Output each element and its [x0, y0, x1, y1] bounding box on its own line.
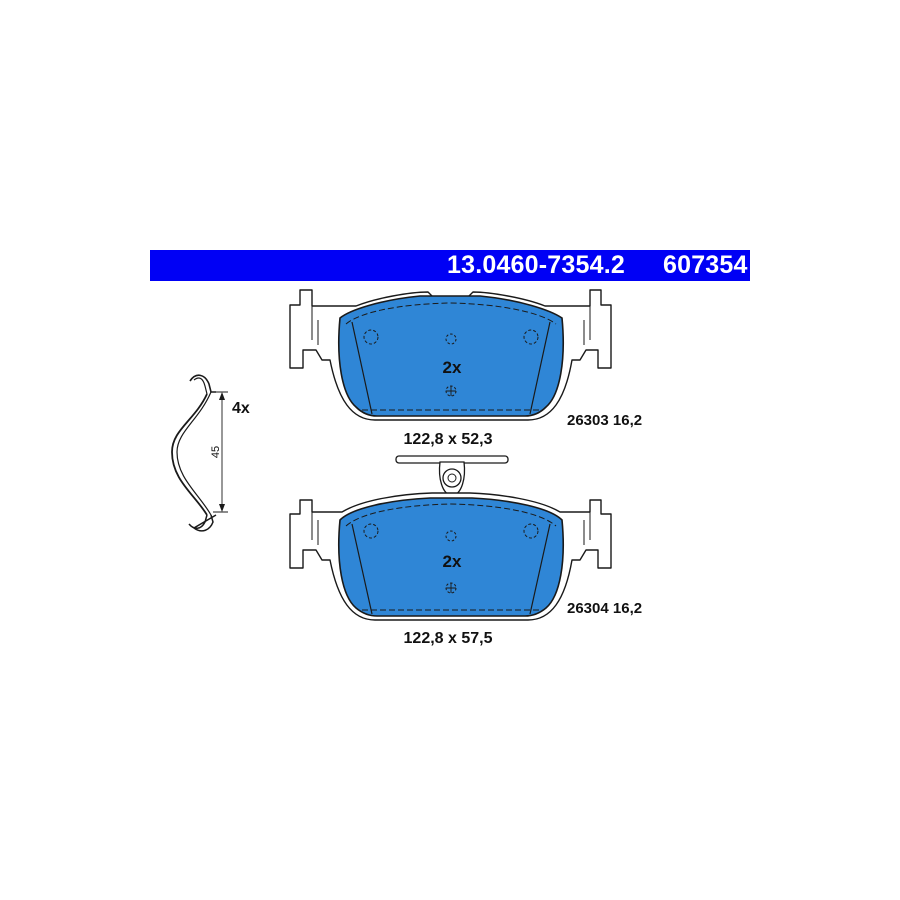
upper-friction-pad: [337, 295, 565, 417]
spring-clip-dimension: 45: [210, 446, 222, 458]
lower-friction-pad: [337, 497, 565, 617]
reference-number: 607354: [663, 251, 748, 279]
lower-pad-code: 26304 16,2: [567, 600, 642, 617]
upper-pad-dimensions: 122,8 x 52,3: [404, 431, 493, 448]
title-banner: 13.0460-7354.2 607354: [150, 250, 750, 281]
lower-pad: 2x: [289, 492, 612, 621]
upper-pad: 2x: [289, 289, 612, 421]
lower-pad-dimensions: 122,8 x 57,5: [404, 630, 493, 647]
upper-pad-quantity: 2x: [443, 358, 462, 377]
lower-pad-quantity: 2x: [443, 552, 462, 571]
wear-indicator-clip: [395, 455, 509, 497]
upper-pad-code: 26303 16,2: [567, 412, 642, 429]
spring-clip-quantity: 4x: [232, 400, 250, 417]
spring-clip: 45: [171, 374, 228, 532]
part-number: 13.0460-7354.2: [447, 251, 625, 279]
